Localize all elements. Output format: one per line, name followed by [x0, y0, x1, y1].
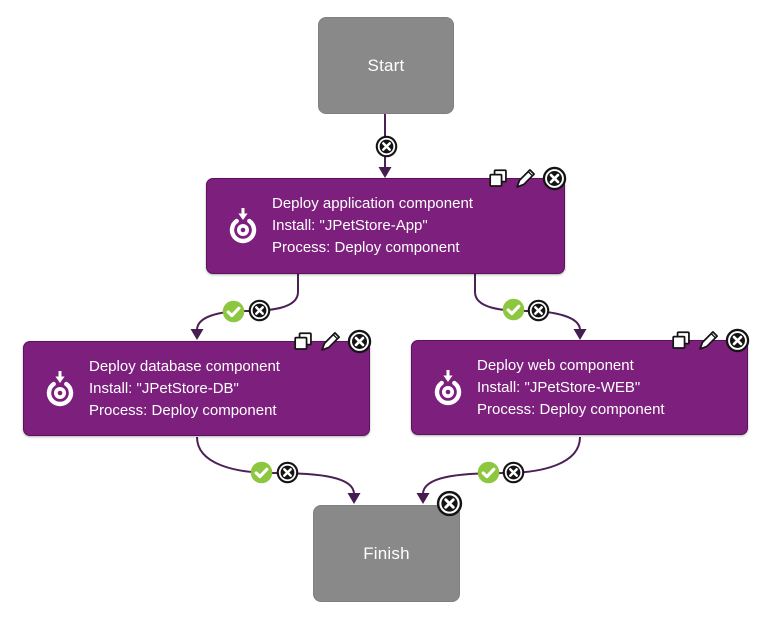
step-title: Deploy database component: [89, 357, 280, 375]
start-node-label: Start: [367, 55, 405, 75]
step-action-bar: [488, 166, 567, 191]
step-process: Process: Deploy component: [89, 401, 277, 419]
deploy-component-icon: [42, 369, 78, 409]
step-text-block: Deploy database component Install: "JPet…: [89, 356, 280, 422]
step-process: Process: Deploy component: [477, 400, 665, 418]
delete-finish-connection-button[interactable]: [436, 490, 463, 517]
step-title: Deploy application component: [272, 195, 473, 212]
step-install: Install: "JPetStore-WEB": [477, 378, 641, 396]
delete-step-button[interactable]: [542, 166, 567, 191]
edge-delete-button[interactable]: [248, 299, 271, 322]
copy-step-button[interactable]: [671, 330, 692, 351]
arrowhead-web-to-finish: [416, 493, 430, 504]
edge-delete-button[interactable]: [276, 461, 299, 484]
edge-delete-button[interactable]: [527, 299, 550, 322]
edge-success-indicator[interactable]: [477, 461, 500, 484]
edge-delete-button[interactable]: [375, 135, 398, 158]
arrowhead-db-to-finish: [347, 493, 361, 504]
finish-node-label: Finish: [363, 543, 410, 563]
step-action-bar: [293, 329, 372, 354]
arrowhead-app-to-web: [573, 329, 587, 340]
deploy-component-icon: [225, 206, 261, 246]
step-process: Process: Deploy component: [272, 239, 460, 256]
connector-app-to-db: [196, 273, 299, 331]
connector-app-to-web: [474, 273, 581, 331]
deploy-component-icon: [430, 368, 466, 408]
step-text-block: Deploy web component Install: "JPetStore…: [477, 355, 665, 421]
arrowhead-app-to-db: [190, 329, 204, 340]
edge-success-indicator[interactable]: [222, 300, 245, 323]
edge-delete-button[interactable]: [502, 461, 525, 484]
start-node[interactable]: Start: [318, 17, 454, 114]
step-install: Install: "JPetStore-App": [272, 217, 428, 234]
connector-db-to-finish: [196, 436, 355, 495]
arrowhead-start-to-app: [378, 167, 392, 178]
edge-success-indicator[interactable]: [502, 298, 525, 321]
delete-step-button[interactable]: [347, 329, 372, 354]
edge-success-indicator[interactable]: [250, 461, 273, 484]
step-node-deploy-web[interactable]: Deploy web component Install: "JPetStore…: [411, 340, 748, 435]
edit-step-button[interactable]: [697, 329, 720, 352]
step-install: Install: "JPetStore-DB": [89, 379, 239, 397]
step-title: Deploy web component: [477, 356, 634, 374]
step-text-block: Deploy application component Install: "J…: [272, 193, 473, 259]
finish-node[interactable]: Finish: [313, 505, 460, 602]
step-node-deploy-database[interactable]: Deploy database component Install: "JPet…: [23, 341, 370, 436]
copy-step-button[interactable]: [293, 331, 314, 352]
step-node-deploy-application[interactable]: Deploy application component Install: "J…: [206, 178, 565, 274]
edit-step-button[interactable]: [319, 330, 342, 353]
delete-step-button[interactable]: [725, 328, 750, 353]
copy-step-button[interactable]: [488, 168, 509, 189]
edit-step-button[interactable]: [514, 167, 537, 190]
step-action-bar: [671, 328, 750, 353]
